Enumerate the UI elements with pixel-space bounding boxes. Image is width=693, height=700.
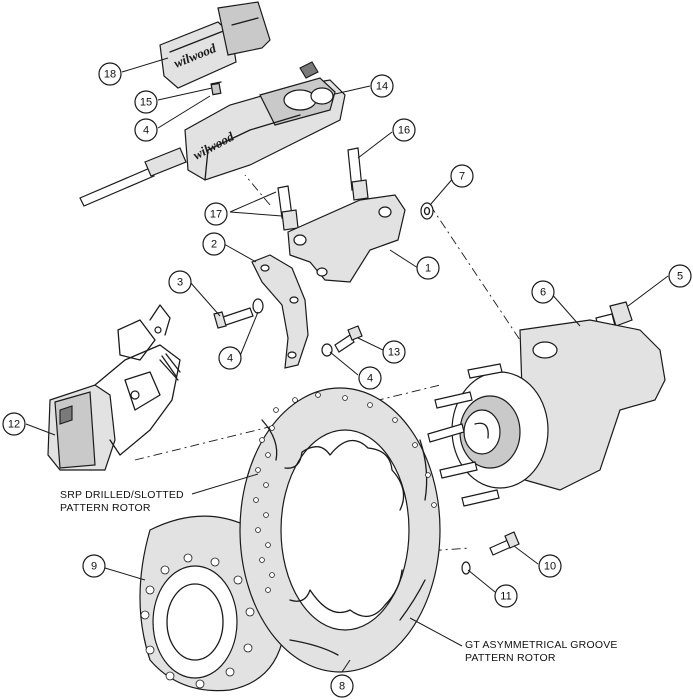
callout-leaders [25,57,669,673]
caliper-bolt [79,147,187,207]
callout-2: 2 [202,232,226,256]
callout-14: 14 [370,74,394,98]
callout-number: 10 [544,561,556,573]
callout-number: 9 [91,561,97,573]
callout-circle [358,366,382,390]
callout-number: 4 [227,353,233,365]
callout-number: 3 [177,277,183,289]
callout-number: 6 [540,287,546,299]
callout-8: 8 [330,674,354,698]
callout-number: 4 [143,125,149,137]
small-bolt [321,325,363,357]
callout-number: 7 [459,171,465,183]
callout-circle [382,340,406,364]
callout-circle [98,62,122,86]
callout-17: 17 [204,202,228,226]
callout-circle [82,554,106,578]
callout-number: 1 [425,263,431,275]
spacer-washer [420,202,434,220]
callout-16: 16 [392,118,416,142]
hub-assembly [427,319,666,507]
callout-15: 15 [134,90,158,114]
parking-brake-assembly [47,304,181,471]
callout-number: 15 [140,97,152,109]
callout-1: 1 [416,256,440,280]
bleed-screw [210,81,222,96]
callout-10: 10 [538,554,562,578]
callout-number: 18 [104,69,116,81]
gt-label-line1: GT ASYMMETRICAL GROOVE [465,639,618,651]
callout-circle [416,256,440,280]
callout-number: 5 [677,271,683,283]
callout-circle [392,118,416,142]
bracket-studs [277,147,369,231]
callout-9: 9 [82,554,106,578]
callout-circle [168,270,192,294]
callout-4: 4 [134,118,158,142]
callout-circle [218,346,242,370]
srp-label-line2: PATTERN ROTOR [60,502,151,514]
gt-label-line2: PATTERN ROTOR [465,652,556,664]
callout-number: 2 [211,239,217,251]
mounting-bracket [287,194,406,283]
callout-5: 5 [668,264,692,288]
callout-number: 8 [339,681,345,693]
rotor-bolt [461,531,520,575]
caliper: wilwood [184,61,346,181]
callout-circle [204,202,228,226]
bracket-bolt [213,298,264,329]
callout-number: 11 [500,591,511,603]
srp-rotor-label: SRP DRILLED/SLOTTED PATTERN ROTOR [60,473,259,514]
brake-pads: wilwood [159,1,271,89]
callout-7: 7 [450,164,474,188]
callout-12: 12 [2,412,26,436]
callout-circle [134,118,158,142]
callout-circle [2,412,26,436]
callout-circle [134,90,158,114]
callout-circle [370,74,394,98]
spacer-bracket [251,254,309,369]
callout-number: 17 [210,209,222,221]
callout-circle [330,674,354,698]
callout-circle [450,164,474,188]
callout-3: 3 [168,270,192,294]
callout-number: 16 [398,125,410,137]
callout-number: 4 [367,373,373,385]
callout-6: 6 [531,280,555,304]
callout-circle [668,264,692,288]
callout-number: 12 [8,419,20,431]
callout-13: 13 [382,340,406,364]
callout-number: 14 [376,81,388,93]
callout-circle [531,280,555,304]
callout-circle [494,584,518,608]
callout-4: 4 [218,346,242,370]
gt-rotor-label: GT ASYMMETRICAL GROOVE PATTERN ROTOR [409,617,618,664]
callout-circle [202,232,226,256]
callout-18: 18 [98,62,122,86]
callout-circle [538,554,562,578]
callout-number: 13 [388,347,400,359]
callout-4: 4 [358,366,382,390]
callout-11: 11 [494,584,518,608]
rotor [239,387,441,673]
srp-label-line1: SRP DRILLED/SLOTTED [60,489,184,501]
